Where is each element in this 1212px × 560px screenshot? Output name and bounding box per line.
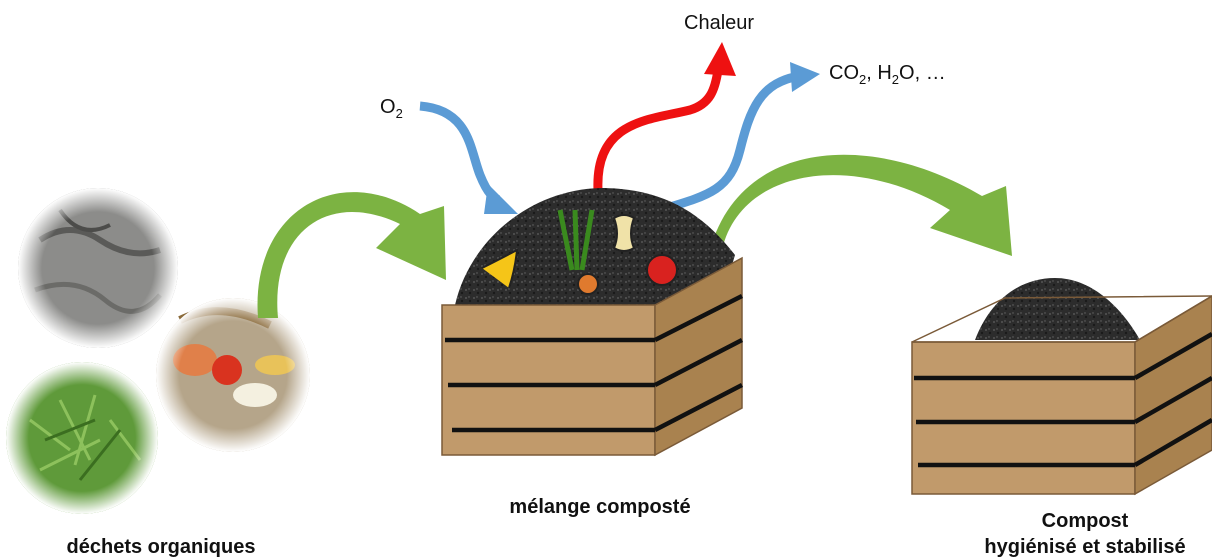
mix-to-compost-arrow — [710, 154, 1012, 256]
oxygen-input-arrow — [419, 101, 518, 214]
gas-output-arrow — [658, 62, 820, 215]
banana-peel-icon — [481, 248, 519, 289]
heat-label: Chaleur — [684, 12, 755, 34]
oxygen-label: O2 — [380, 96, 403, 121]
co-symbol: CO — [829, 62, 859, 84]
oxygen-subscript: 2 — [395, 106, 403, 121]
composting-crate — [441, 188, 744, 457]
kitchen-scraps-photo — [156, 298, 310, 452]
h2-subscript: 2 — [891, 72, 900, 87]
composting-mix-label: mélange composté — [509, 496, 691, 518]
carrot-icon — [557, 209, 599, 295]
compost-label: Compost hygiénisé et stabilisé — [960, 508, 1210, 560]
co2-subscript: 2 — [859, 72, 867, 87]
compost-label-line2: hygiénisé et stabilisé — [984, 536, 1186, 558]
waste-to-mix-arrow — [257, 192, 446, 318]
heat-output-arrow — [593, 42, 736, 191]
tomato-icon — [646, 254, 678, 286]
water-rest: O, … — [899, 62, 946, 84]
compost-crate — [911, 278, 1212, 496]
compost-label-line1: Compost — [1041, 510, 1129, 532]
grass-clippings-photo — [6, 362, 158, 514]
h-symbol: , H — [866, 62, 892, 84]
apple-core-icon — [612, 214, 636, 252]
organic-waste-label: déchets organiques — [66, 536, 256, 558]
oxygen-symbol: O — [380, 96, 396, 118]
gases-label: CO2, H2O, … — [829, 62, 946, 87]
dry-leaves-photo — [18, 188, 178, 348]
organic-waste-photos — [6, 188, 310, 514]
